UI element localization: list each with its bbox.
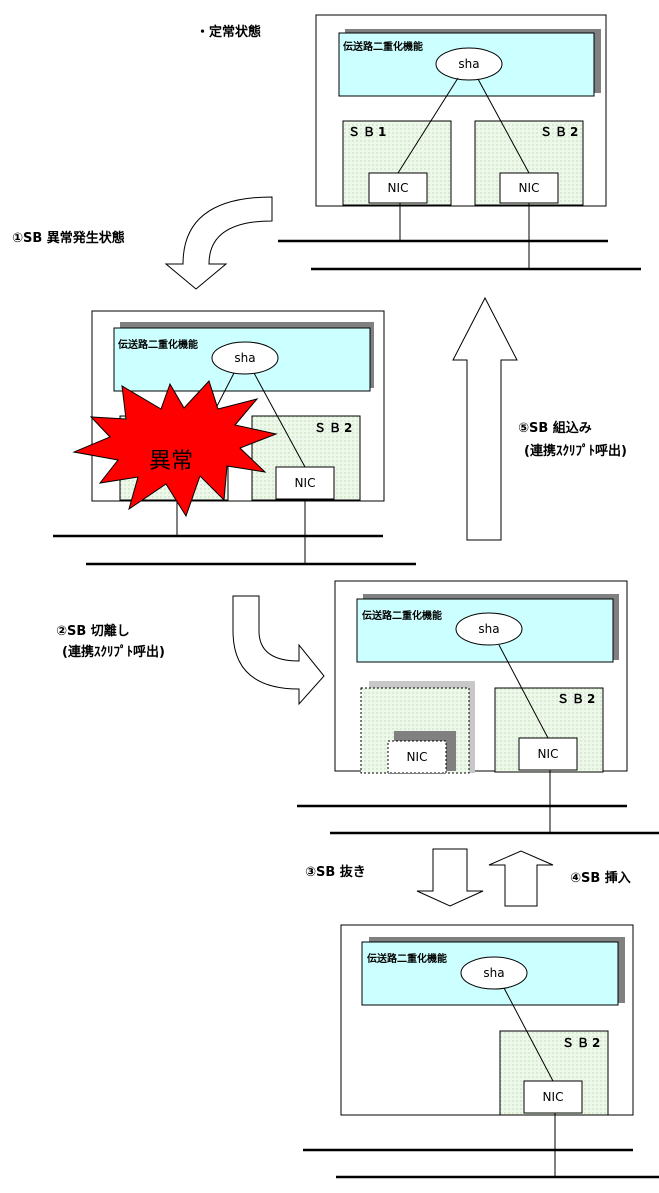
function-label: 伝送路二重化機能 [343, 40, 423, 53]
curved-arrow-step1 [164, 196, 273, 290]
curved-arrow-step2 [232, 595, 325, 706]
nic-sb2-label: NIC [543, 1090, 564, 1104]
sb2-label: ＳＢ2 [557, 692, 598, 706]
step5-label-line1: ⑤SB 組込み [518, 420, 592, 436]
nic-sb1-label: NIC [388, 181, 409, 195]
function-label: 伝送路二重化機能 [118, 338, 198, 351]
nic-sb2-label: NIC [519, 181, 540, 195]
sha-label: sha [458, 57, 479, 71]
link-sha-nic1 [397, 77, 459, 174]
sha-label: sha [478, 622, 499, 636]
sb1-label: ＳＢ1 [348, 125, 389, 139]
nic-sb2 [275, 466, 335, 500]
sha-node [460, 956, 528, 990]
nic-sb2 [499, 172, 559, 204]
sha-node [435, 47, 503, 81]
title-steady-state: ・定常状態 [196, 24, 261, 40]
panel-removed: 伝送路二重化機能 sha ＳＢ2 NIC [303, 924, 659, 1179]
link-sha-nic2 [503, 987, 554, 1082]
step1-label: ①SB 異常発生状態 [12, 230, 125, 246]
nic-sb2-label: NIC [538, 747, 559, 761]
sb2-label: ＳＢ2 [314, 421, 355, 435]
link-sha-nic1 [214, 372, 235, 411]
nic-sb2 [518, 737, 578, 771]
detached-nic [387, 740, 447, 774]
panel-detached: 伝送路二重化機能 sha NIC ＳＢ2 NIC [297, 580, 659, 835]
link-sha-nic2 [477, 78, 530, 174]
sha-node [455, 612, 523, 646]
nic-sb2 [523, 1080, 583, 1114]
step3-label: ③SB 抜き [305, 864, 366, 880]
down-arrow-step3 [416, 848, 484, 907]
up-arrow-step5 [452, 296, 518, 541]
link-sha-nic2 [498, 644, 549, 739]
sb2-label: ＳＢ2 [540, 125, 581, 139]
panel-steady-state: 伝送路二重化機能 sha ＳＢ1 ＳＢ2 NIC NIC [278, 14, 641, 271]
step4-label: ④SB 挿入 [570, 870, 631, 886]
abnormal-label: 異常 [149, 449, 193, 474]
function-label: 伝送路二重化機能 [362, 609, 442, 622]
link-sha-nic2 [253, 372, 306, 468]
nic-sb2-label: NIC [295, 476, 316, 490]
panel-failure: 伝送路二重化機能 sha ＳＢ2 NIC 異常 [53, 310, 416, 566]
step5-label-line2: (連携ｽｸﾘﾌﾟﾄ呼出) [524, 443, 627, 459]
sb2-label: ＳＢ2 [562, 1036, 603, 1050]
function-label: 伝送路二重化機能 [367, 952, 447, 965]
up-arrow-step4 [488, 850, 554, 907]
failure-burst-icon [72, 380, 278, 518]
sha-label: sha [234, 351, 255, 365]
nic-sb1 [368, 172, 428, 204]
sha-label: sha [483, 966, 504, 980]
sha-node [211, 341, 279, 375]
step2-label-line1: ②SB 切離し [56, 623, 130, 639]
step2-label-line2: (連携ｽｸﾘﾌﾟﾄ呼出) [62, 644, 165, 660]
detached-nic-label: NIC [407, 750, 428, 764]
